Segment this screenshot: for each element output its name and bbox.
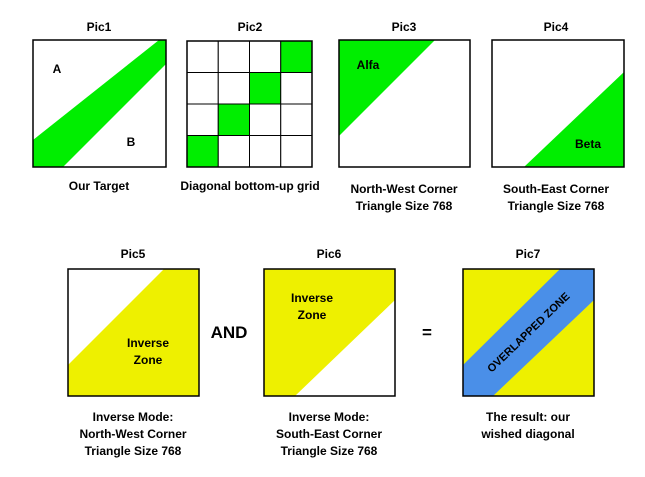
pic7-overlapped-band xyxy=(463,269,594,396)
pic2-grid-cell xyxy=(186,72,219,105)
pic3-nw-triangle xyxy=(339,40,435,136)
pic1-label-a: A xyxy=(53,62,62,76)
pic5-panel: Pic5 Inverse Zone Inverse Mode: North-We… xyxy=(67,247,200,458)
pic1-title: Pic1 xyxy=(87,20,112,34)
pic7-panel: Pic7 OVERLAPPED ZONE The result: our wis… xyxy=(462,247,595,441)
pic7-caption-line-1: The result: our xyxy=(486,410,570,424)
pic2-caption-line-1: Diagonal bottom-up grid xyxy=(180,179,319,193)
pic7-title: Pic7 xyxy=(516,247,541,261)
pic5-label-line-2: Zone xyxy=(134,353,163,367)
pic2-grid-cell-filled xyxy=(280,40,313,73)
pic1-caption-line-1: Our Target xyxy=(69,179,129,193)
pic5-frame xyxy=(67,268,200,397)
pic6-inverse-zone xyxy=(264,269,395,396)
pic2-grid xyxy=(186,40,313,168)
pic1-frame xyxy=(32,39,167,168)
pic3-label-alfa: Alfa xyxy=(357,58,380,72)
pic4-label-beta: Beta xyxy=(575,137,601,151)
pic6-title: Pic6 xyxy=(317,247,342,261)
pic6-caption-line-1: Inverse Mode: xyxy=(289,410,370,424)
pic2-grid-cell xyxy=(217,135,250,168)
and-operator: AND xyxy=(211,323,248,342)
pic5-caption-line-2: North-West Corner xyxy=(79,427,186,441)
pic2-grid-cell xyxy=(280,103,313,136)
pic2-grid-cell xyxy=(249,40,282,73)
pic3-panel: Pic3 Alfa North-West Corner Triangle Siz… xyxy=(338,20,471,213)
pic2-grid-cell xyxy=(280,72,313,105)
pic5-caption-line-3: Triangle Size 768 xyxy=(85,444,182,458)
pic1-band-corner xyxy=(33,140,63,167)
pic2-grid-cell-filled xyxy=(186,135,219,168)
pic6-panel: Pic6 Inverse Zone Inverse Mode: South-Ea… xyxy=(263,247,396,458)
pic2-grid-cell-filled xyxy=(249,72,282,105)
pic2-grid-cell-filled xyxy=(217,103,250,136)
pic5-caption-line-1: Inverse Mode: xyxy=(93,410,174,424)
pic4-caption-line-2: Triangle Size 768 xyxy=(508,199,605,213)
pic2-panel: Pic2 Diagonal bottom-up grid xyxy=(180,20,319,193)
pic2-grid-cell xyxy=(186,103,219,136)
pic4-panel: Pic4 Beta South-East Corner Triangle Siz… xyxy=(491,20,625,213)
pic4-se-triangle xyxy=(524,72,624,167)
pic1-diagonal-band xyxy=(33,40,166,167)
pic2-grid-cell xyxy=(186,40,219,73)
pic4-title: Pic4 xyxy=(544,20,569,34)
pic6-frame xyxy=(263,268,396,397)
pic2-frame xyxy=(186,40,313,168)
pic6-caption-line-3: Triangle Size 768 xyxy=(281,444,378,458)
pic3-frame xyxy=(338,39,471,168)
pic6-label-line-1: Inverse xyxy=(291,291,333,305)
pic2-title: Pic2 xyxy=(238,20,263,34)
pic4-caption-line-1: South-East Corner xyxy=(503,182,609,196)
pic7-caption-line-2: wished diagonal xyxy=(480,427,574,441)
pic5-title: Pic5 xyxy=(121,247,146,261)
pic6-label-line-2: Zone xyxy=(298,308,327,322)
pic2-grid-cell xyxy=(249,135,282,168)
pic3-caption-line-2: Triangle Size 768 xyxy=(356,199,453,213)
pic5-inverse-zone xyxy=(68,269,199,396)
pic2-grid-cell xyxy=(280,135,313,168)
pic2-grid-cell xyxy=(217,40,250,73)
pic5-label-line-1: Inverse xyxy=(127,336,169,350)
pic6-caption-line-2: South-East Corner xyxy=(276,427,382,441)
equals-operator: = xyxy=(422,323,432,342)
pic2-grid-cell xyxy=(217,72,250,105)
pic4-frame xyxy=(491,39,625,168)
pic3-title: Pic3 xyxy=(392,20,417,34)
pic7-frame xyxy=(462,268,595,397)
pic1-label-b: B xyxy=(127,135,136,149)
pic3-caption-line-1: North-West Corner xyxy=(350,182,457,196)
pic2-grid-cell xyxy=(249,103,282,136)
pic1-panel: Pic1 A B Our Target xyxy=(32,20,167,193)
